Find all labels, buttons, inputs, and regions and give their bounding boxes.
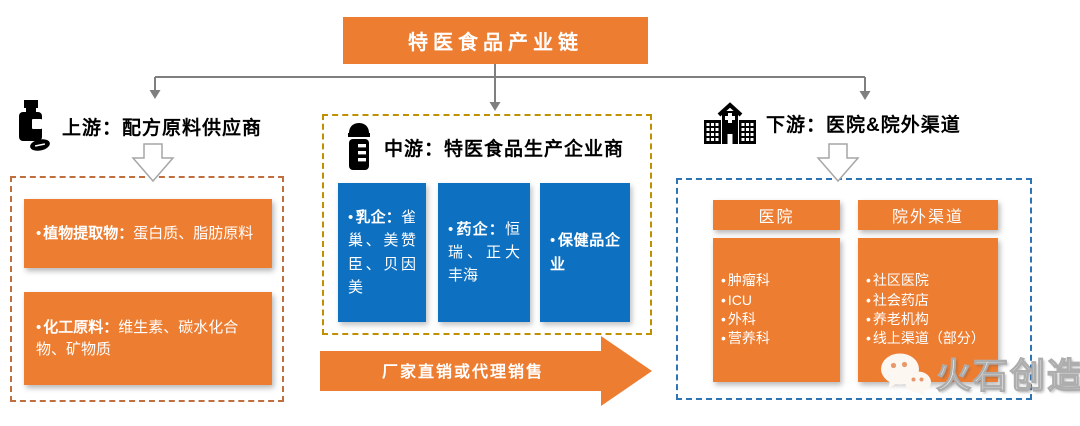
item-label: 营养科 (727, 330, 770, 347)
chain-title: 特医食品产业链 (343, 17, 648, 64)
box-label: 植物提取物： (43, 224, 134, 242)
box-desc: 维生素、碳水化合物、矿物质 (36, 318, 239, 358)
brand-name: 火石创造 (935, 356, 1080, 396)
list-item: •社会药店 (866, 291, 990, 310)
item-label: 肿瘤科 (727, 272, 770, 289)
bullet: • (721, 311, 726, 327)
outside-channel-column-list: •社区医院 •社会药店 •养老机构 •线上渠道（部分） (858, 238, 998, 382)
box-label: 保健品企业 (550, 232, 620, 273)
upstream-title: 上游：配方原料供应商 (62, 117, 263, 139)
bullet: • (866, 311, 871, 327)
list-item: •ICU (721, 291, 832, 310)
upstream-header: 上游：配方原料供应商 (14, 100, 262, 152)
bullet: • (550, 232, 556, 250)
item-label: 外科 (727, 311, 756, 327)
downstream-title: 下游：医院&院外渠道 (766, 114, 961, 136)
outside-channel-column-header: 院外渠道 (858, 200, 998, 230)
midstream-title: 中游：特医食品生产企业商 (384, 138, 625, 160)
list-item: •肿瘤科 (721, 271, 832, 290)
hospital-column-header: 医院 (713, 200, 840, 230)
baby-bottle-icon (348, 123, 370, 170)
bullet: • (348, 209, 354, 226)
item-label: 社区医院 (872, 272, 929, 289)
item-label: 社会药店 (872, 291, 929, 308)
item-label: 养老机构 (872, 311, 929, 327)
midstream-box-dairy: •乳企：雀巢、美赞臣、贝因美 (338, 183, 426, 322)
box-desc: 雀巢、美赞臣、贝因美 (348, 209, 416, 296)
list-item: •养老机构 (866, 310, 990, 329)
sales-arrow-label: 厂家直销或代理销售 (381, 364, 544, 381)
box-label: 乳企： (355, 209, 401, 226)
box-desc: 蛋白质、脂肪原料 (133, 224, 254, 242)
bullet: • (866, 330, 871, 347)
wechat-icon (881, 353, 931, 396)
item-label: ICU (727, 291, 753, 308)
bullet: • (866, 272, 871, 289)
bullet: • (721, 330, 726, 347)
upstream-container (10, 176, 284, 402)
bullet: • (721, 272, 726, 289)
midstream-header: 中游：特医食品生产企业商 (344, 123, 624, 171)
bullet: • (448, 220, 454, 238)
downstream-container (676, 178, 1032, 400)
downstream-header: 下游：医院&院外渠道 (704, 102, 961, 144)
item-label: 线上渠道（部分） (872, 330, 985, 347)
upstream-box-plant-extract: •植物提取物：蛋白质、脂肪原料 (24, 199, 272, 268)
hospital-icon (704, 102, 756, 144)
midstream-box-pharma: •药企：恒瑞、正大丰海 (438, 183, 530, 322)
box-label: 化工原料： (43, 318, 119, 336)
brand-watermark: 火石创造 (880, 348, 1080, 399)
box-desc: 恒瑞、正大丰海 (448, 220, 520, 285)
bullet: • (866, 291, 871, 308)
list-item: •营养科 (721, 329, 832, 348)
downstream-down-arrow (816, 143, 860, 183)
upstream-box-chemical: •化工原料：维生素、碳水化合物、矿物质 (24, 292, 272, 385)
pill-bottle-icon (19, 100, 50, 151)
list-item: •外科 (721, 310, 832, 329)
bullet: • (36, 318, 42, 336)
bullet: • (36, 224, 42, 242)
list-item: •线上渠道（部分） (866, 329, 990, 348)
hospital-column-list: •肿瘤科 •ICU •外科 •营养科 (713, 238, 840, 382)
bullet: • (721, 291, 726, 308)
midstream-box-healthcare: •保健品企业 (540, 183, 630, 322)
list-item: •社区医院 (866, 271, 990, 290)
upstream-down-arrow (131, 143, 175, 183)
midstream-container (322, 114, 652, 335)
sales-arrow (320, 336, 652, 406)
box-label: 药企： (455, 220, 505, 238)
